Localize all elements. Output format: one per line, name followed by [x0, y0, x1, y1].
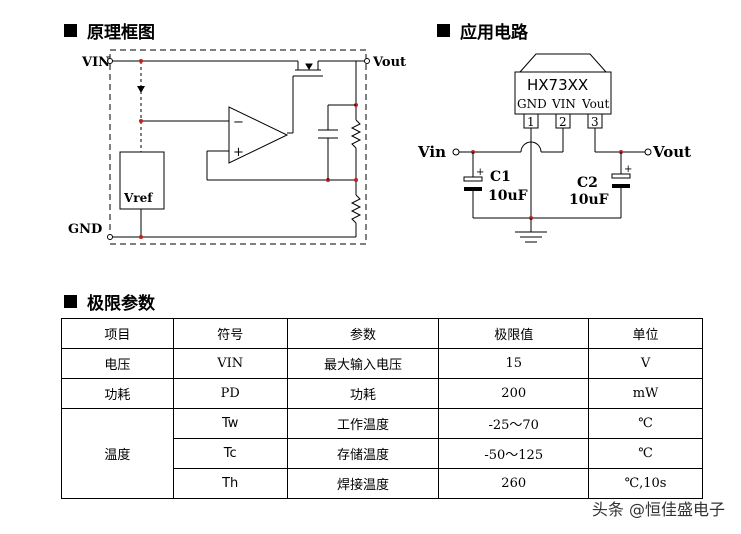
heading-limits-text: 极限参数	[87, 294, 155, 314]
heading-application: 应用电路	[437, 18, 528, 43]
pass-transistor	[288, 60, 328, 133]
table-row: 电压 VIN 最大输入电压 15 V	[61, 348, 703, 379]
cell-param: 焊接温度	[286, 468, 440, 499]
vref-label: Vref	[123, 191, 153, 205]
cell-unit: V	[588, 348, 703, 379]
cell-value: 260	[438, 468, 590, 499]
cell-unit: ℃	[588, 438, 703, 469]
pin1-number: 1	[527, 115, 535, 129]
pin2-name: VIN	[551, 97, 576, 111]
opamp-minus: −	[233, 115, 244, 130]
pin2-number: 2	[559, 115, 567, 129]
square-bullet-icon	[64, 295, 77, 308]
header-unit: 单位	[588, 318, 703, 349]
vin-terminal-icon	[107, 58, 113, 64]
square-bullet-icon	[437, 24, 450, 37]
table-row: Th 焊接温度 260 ℃,10s	[62, 468, 703, 499]
wire-crossover	[520, 141, 542, 153]
c1-plate-icon	[463, 176, 483, 182]
cell-value: -50～125	[438, 438, 590, 469]
cell-item: 温度	[61, 408, 174, 499]
header-item: 项目	[61, 318, 174, 349]
block-diagram: VIN Vout Vref − + GND	[68, 49, 406, 245]
heading-limits: 极限参数	[64, 289, 155, 314]
opamp-plus: +	[233, 145, 244, 160]
table-row: 功耗 PD 功耗 200 mW	[61, 378, 703, 409]
vin-terminal-icon	[452, 148, 460, 156]
app-vin-label: Vin	[417, 143, 446, 161]
vout-terminal-icon	[364, 58, 370, 64]
pin1-name: GND	[517, 97, 547, 111]
header-value: 极限值	[438, 318, 590, 349]
table-row: 温度 Tw 工作温度 -25～70 ℃	[61, 408, 703, 499]
cell-param: 工作温度	[286, 408, 440, 439]
header-param: 参数	[286, 318, 440, 349]
c2-value: 10uF	[569, 192, 609, 208]
vref-box	[119, 151, 165, 210]
vout-label: Vout	[372, 55, 406, 70]
application-circuit: HX73XX GND VIN Vout 1 2 3 Vin Vout + C1 …	[417, 53, 691, 243]
cell-unit: ℃,10s	[588, 468, 703, 499]
svg-text:+: +	[476, 167, 484, 178]
cell-symbol: PD	[172, 378, 288, 409]
cell-value: -25～70	[438, 408, 590, 439]
heading-application-text: 应用电路	[460, 23, 528, 43]
cell-value: 15	[438, 348, 590, 379]
ground-symbol-icon	[515, 231, 547, 243]
cell-symbol: Th	[172, 468, 288, 499]
cell-symbol: VIN	[172, 348, 288, 379]
limits-table: 项目 符号 参数 极限值 单位 电压 VIN 最大输入电压 15 V 功耗 PD…	[61, 318, 703, 499]
cell-value: 200	[438, 378, 590, 409]
resistor-bottom-icon	[350, 194, 362, 224]
header-symbol: 符号	[172, 318, 288, 349]
cell-symbol: Tc	[172, 438, 288, 469]
heading-principle-text: 原理框图	[87, 23, 155, 43]
cell-param: 功耗	[286, 378, 440, 409]
app-vout-label: Vout	[652, 143, 691, 161]
vin-label: VIN	[81, 55, 110, 70]
c2-label: C2	[577, 175, 598, 191]
chip-body	[514, 71, 612, 115]
heading-principle: 原理框图	[64, 18, 155, 43]
c1-label: C1	[490, 169, 511, 185]
square-bullet-icon	[64, 24, 77, 37]
resistor-top-icon	[350, 119, 362, 149]
chip-part-number: HX73XX	[527, 76, 588, 94]
cell-param: 存储温度	[286, 438, 440, 469]
pin3-name: Vout	[581, 97, 610, 111]
svg-text:+: +	[624, 164, 632, 175]
current-arrow-icon	[137, 86, 145, 93]
chip-tab	[518, 53, 608, 73]
cell-param: 最大输入电压	[286, 348, 440, 379]
cell-item: 电压	[61, 348, 174, 379]
chip-boundary	[109, 49, 367, 245]
c2-plate-icon	[611, 173, 631, 179]
vout-terminal-icon	[644, 148, 652, 156]
gnd-terminal-icon	[107, 234, 113, 240]
op-amp	[228, 106, 289, 164]
pin3-number: 3	[591, 115, 599, 129]
cell-unit: mW	[588, 378, 703, 409]
cell-unit: ℃	[588, 408, 703, 439]
gnd-label: GND	[68, 222, 102, 237]
cell-item: 功耗	[61, 378, 174, 409]
c1-value: 10uF	[488, 188, 528, 204]
cell-symbol: Tw	[172, 408, 288, 439]
watermark: 头条 @恒佳盛电子	[591, 500, 725, 519]
table-header-row: 项目 符号 参数 极限值 单位	[61, 318, 703, 349]
